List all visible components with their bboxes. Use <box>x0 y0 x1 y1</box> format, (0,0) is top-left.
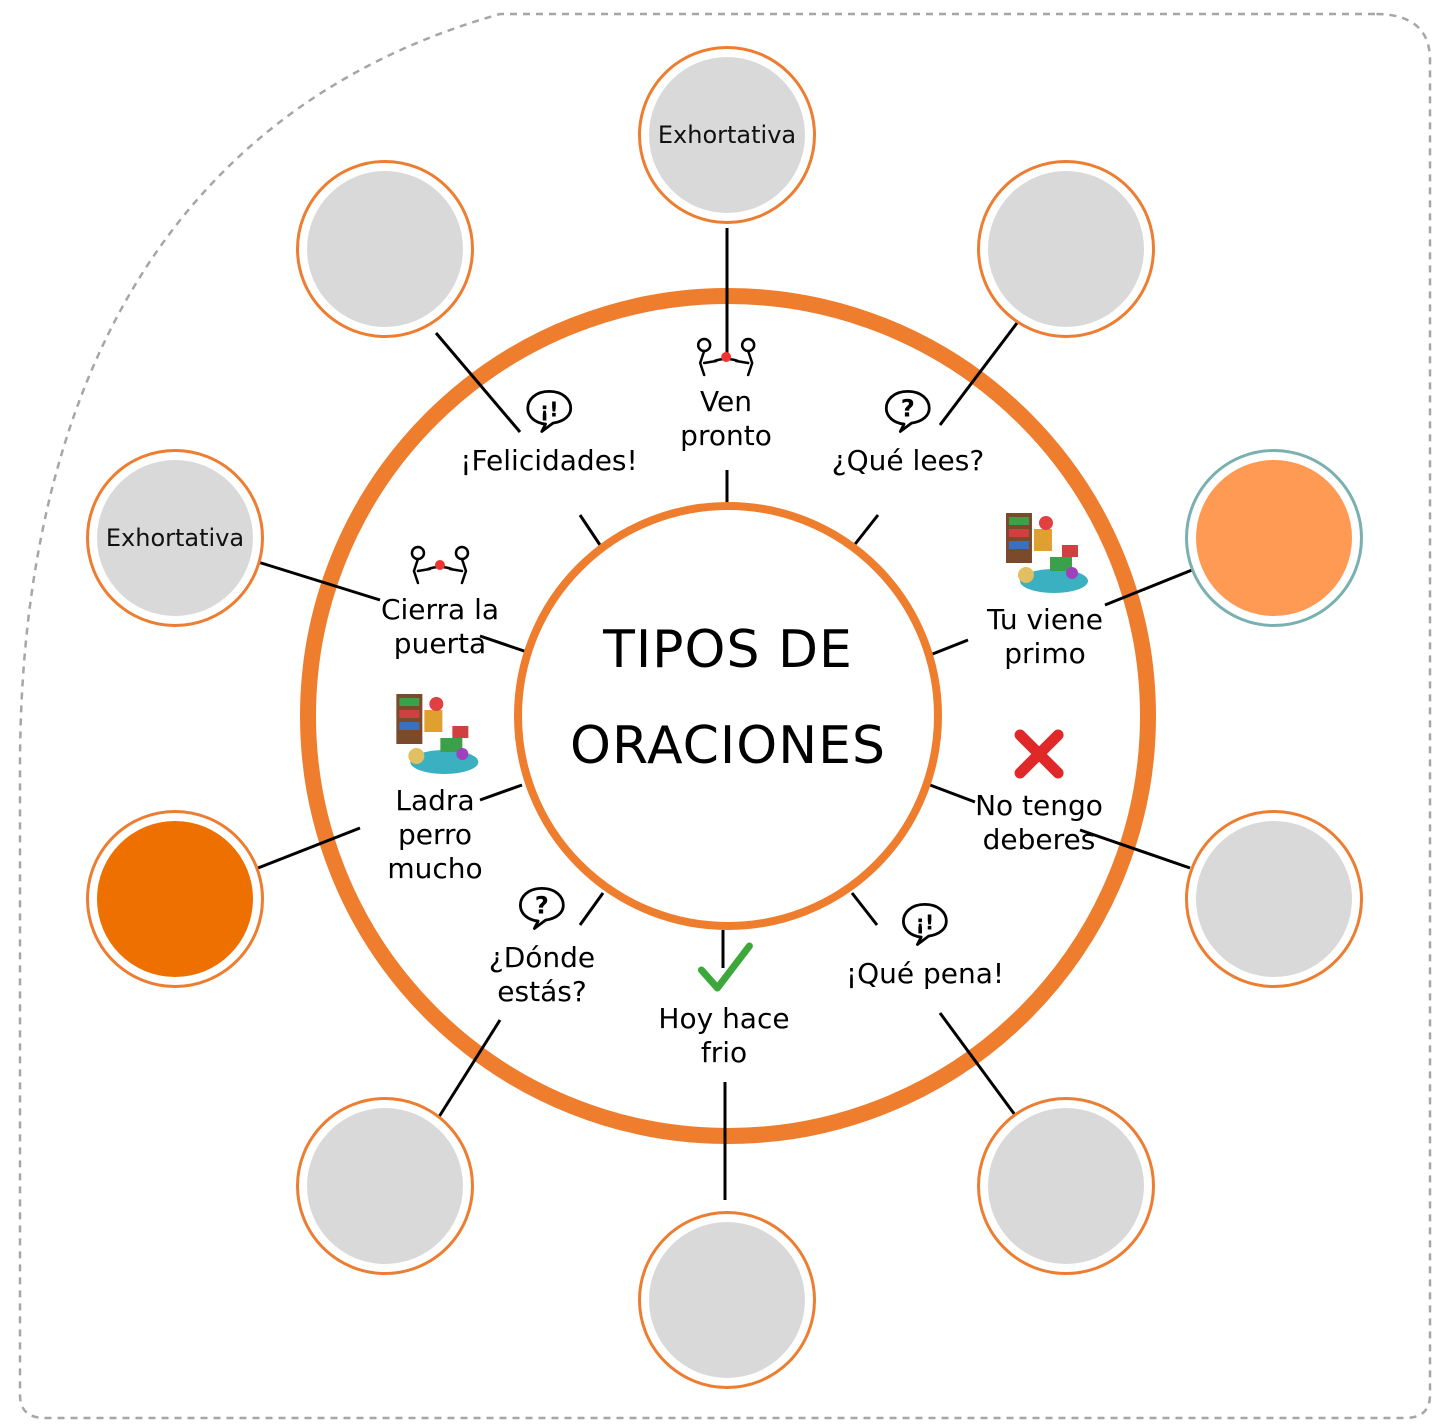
answer-slot[interactable]: Exhortativa <box>86 449 264 627</box>
sentence-card: Hoy hace frio <box>658 940 790 1070</box>
answer-slot[interactable]: Exhortativa <box>638 46 816 224</box>
connector-line <box>578 892 605 926</box>
connector-line <box>479 634 528 654</box>
connector-line <box>929 638 969 657</box>
connector-line <box>435 1019 502 1121</box>
sentence-card: No tengo deberes <box>975 727 1103 857</box>
exclamation-speech-bubble-icon: ¡! <box>521 386 577 444</box>
answer-slot[interactable] <box>977 1097 1155 1275</box>
answer-slot-fill <box>1196 460 1352 616</box>
sentence-card: ? ¿Qué lees? <box>832 386 984 478</box>
connector-line <box>257 826 361 870</box>
people-bowing-icon <box>408 545 472 593</box>
answer-slot-fill <box>307 171 463 327</box>
sentence-text: ¡Qué pena! <box>845 957 1005 990</box>
connector-line <box>938 322 1019 426</box>
answer-slot[interactable] <box>638 1211 816 1389</box>
connector-line <box>1079 828 1191 870</box>
sentence-card: Ven pronto <box>680 337 772 453</box>
inner-circle <box>514 502 942 930</box>
answer-slot-fill <box>649 57 805 213</box>
exclamation-speech-bubble-icon: ¡! <box>897 899 953 957</box>
answer-slot-fill <box>988 1108 1144 1264</box>
svg-text:¡!: ¡! <box>540 398 559 422</box>
sentence-card: Tu viene primo <box>987 509 1103 671</box>
connector-line <box>479 783 523 802</box>
connector-line <box>929 783 976 804</box>
connector-line <box>1104 566 1198 607</box>
connector-line <box>434 332 522 433</box>
playroom-toys-icon <box>1002 509 1088 603</box>
sentence-text: Cierra la puerta <box>380 593 500 660</box>
answer-slot[interactable] <box>977 160 1155 338</box>
sentence-card: ¡! ¡Felicidades! <box>460 386 638 478</box>
sentence-card: ¡! ¡Qué pena! <box>846 899 1004 991</box>
sentence-card: ? ¿Dónde estás? <box>489 883 595 1009</box>
answer-slot[interactable] <box>1185 810 1363 988</box>
sentence-text: ¿Qué lees? <box>831 444 985 477</box>
connector-line <box>850 514 880 549</box>
sentence-card: Ladra perro mucho <box>387 690 483 886</box>
sentence-text: ¡Felicidades! <box>460 444 638 477</box>
answer-slot-fill <box>307 1108 463 1264</box>
green-checkmark-icon <box>695 940 753 1002</box>
answer-slot-fill <box>988 171 1144 327</box>
people-bowing-icon <box>694 337 758 385</box>
sentence-text: Hoy hace frio <box>658 1002 790 1069</box>
svg-text:?: ? <box>535 891 549 920</box>
playroom-toys-icon <box>392 690 478 784</box>
svg-text:?: ? <box>901 394 915 423</box>
red-cross-icon <box>1012 727 1066 789</box>
answer-slot-fill <box>649 1222 805 1378</box>
sentence-text: Ladra perro mucho <box>387 784 483 885</box>
sentence-text: Ven pronto <box>680 385 772 452</box>
answer-slot[interactable] <box>1185 449 1363 627</box>
connector-line <box>850 892 879 926</box>
answer-slot-fill <box>97 821 253 977</box>
answer-slot[interactable] <box>296 1097 474 1275</box>
answer-slot-label: Exhortativa <box>105 524 245 552</box>
sentence-text: ¿Dónde estás? <box>488 941 596 1008</box>
sentence-text: Tu viene primo <box>986 603 1104 670</box>
question-speech-bubble-icon: ? <box>514 883 570 941</box>
center-title-line-1: TIPOS DE <box>603 620 853 680</box>
svg-text:¡!: ¡! <box>916 911 935 935</box>
answer-slot-fill <box>97 460 253 616</box>
center-title: TIPOS DE ORACIONES <box>548 602 908 794</box>
question-speech-bubble-icon: ? <box>880 386 936 444</box>
connector-lines <box>257 228 1198 1200</box>
sentence-text: No tengo deberes <box>975 789 1103 856</box>
dashed-frame <box>18 12 1432 1420</box>
answer-slot-label: Exhortativa <box>657 121 797 149</box>
answer-slot-fill <box>1196 821 1352 977</box>
connector-line <box>257 560 381 602</box>
answer-slot[interactable] <box>86 810 264 988</box>
center-title-line-2: ORACIONES <box>570 716 886 776</box>
connector-line <box>938 1012 1017 1116</box>
connector-line <box>578 514 604 549</box>
sentence-card: Cierra la puerta <box>381 545 499 661</box>
answer-slot[interactable] <box>296 160 474 338</box>
